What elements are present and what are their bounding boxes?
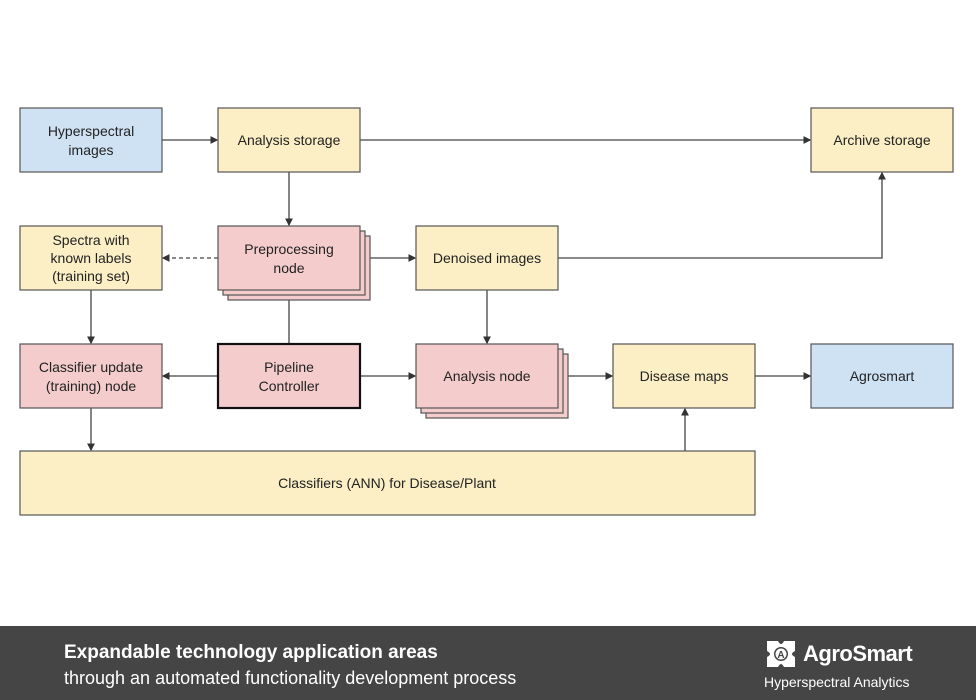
- svg-text:Analysis node: Analysis node: [443, 368, 530, 384]
- edge-denoised-archive: [558, 171, 886, 259]
- edges: [87, 136, 886, 452]
- node-preprocessing: Preprocessing node: [217, 225, 371, 301]
- node-disease-maps: Disease maps: [612, 343, 756, 409]
- svg-text:images: images: [68, 142, 113, 158]
- agrosmart-logo-icon: A: [767, 641, 795, 667]
- diagram: Hyperspectral images Analysis storage Ar…: [19, 107, 954, 516]
- svg-text:Disease maps: Disease maps: [640, 368, 729, 384]
- svg-text:(training set): (training set): [52, 268, 130, 284]
- svg-text:node: node: [273, 260, 304, 276]
- footer-subline: through an automated functionality devel…: [64, 668, 517, 688]
- svg-text:A: A: [777, 650, 784, 661]
- svg-text:Analysis storage: Analysis storage: [238, 132, 341, 148]
- svg-text:known labels: known labels: [51, 250, 132, 266]
- node-classifiers-ann: Classifiers (ANN) for Disease/Plant: [19, 450, 756, 516]
- node-denoised-images: Denoised images: [415, 225, 559, 291]
- svg-text:Denoised images: Denoised images: [433, 250, 541, 266]
- footer-headline: Expandable technology application areas: [64, 642, 438, 663]
- svg-text:Controller: Controller: [259, 378, 320, 394]
- node-analysis-node: Analysis node: [415, 343, 569, 419]
- brand-name: AgroSmart: [803, 641, 913, 666]
- brand-tagline: Hyperspectral Analytics: [764, 674, 910, 690]
- svg-text:Spectra with: Spectra with: [52, 232, 129, 248]
- svg-text:(training) node: (training) node: [46, 378, 136, 394]
- node-classifier-update: Classifier update (training) node: [19, 343, 163, 409]
- node-agrosmart: Agrosmart: [810, 343, 954, 409]
- node-analysis-storage: Analysis storage: [217, 107, 361, 173]
- svg-text:Hyperspectral: Hyperspectral: [48, 123, 134, 139]
- node-archive-storage: Archive storage: [810, 107, 954, 173]
- svg-text:Pipeline: Pipeline: [264, 359, 314, 375]
- svg-text:Agrosmart: Agrosmart: [850, 368, 915, 384]
- footer: Expandable technology application areas …: [0, 626, 976, 700]
- node-pipeline-controller: Pipeline Controller: [216, 342, 362, 410]
- svg-text:Archive storage: Archive storage: [833, 132, 930, 148]
- node-spectra-training-set: Spectra with known labels (training set): [19, 225, 163, 291]
- svg-text:Preprocessing: Preprocessing: [244, 241, 334, 257]
- node-hyperspectral-images: Hyperspectral images: [19, 107, 163, 173]
- svg-text:Classifiers (ANN) for Disease/: Classifiers (ANN) for Disease/Plant: [278, 475, 496, 491]
- svg-text:Classifier update: Classifier update: [39, 359, 143, 375]
- brand-logo: A AgroSmart: [765, 639, 913, 669]
